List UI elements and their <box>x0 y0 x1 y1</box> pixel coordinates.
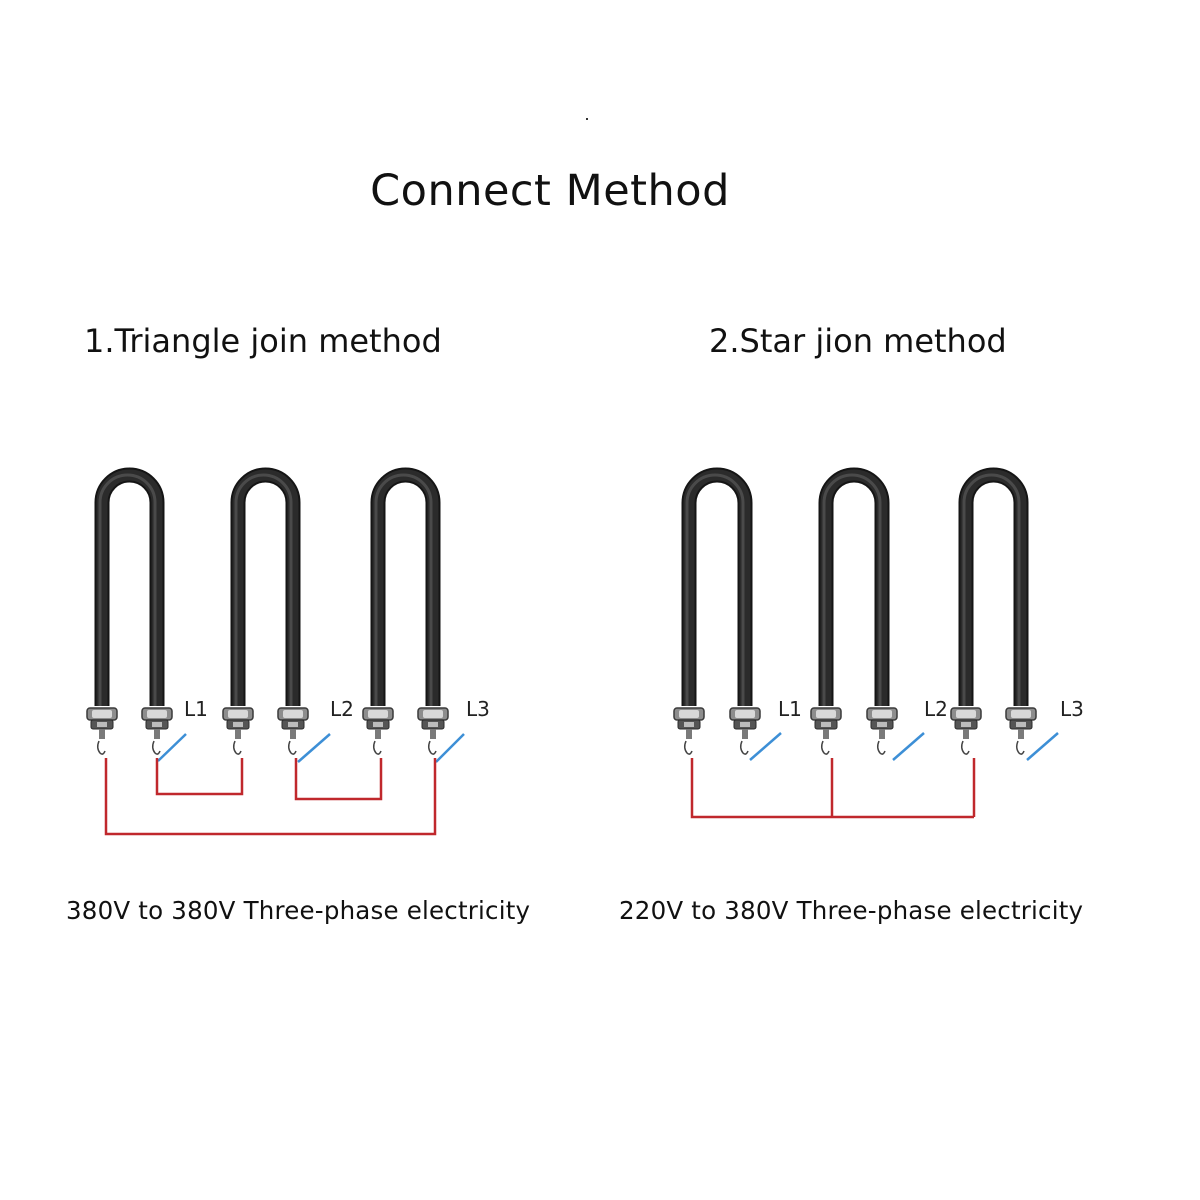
star-voltage-caption: 220V to 380V Three-phase electricity <box>619 896 1084 925</box>
triangle-voltage-caption: 380V to 380V Three-phase electricity <box>66 896 531 925</box>
terminal-nut-icon <box>277 707 309 755</box>
jumper-wire <box>155 758 244 796</box>
u-shaped-heating-element-icon <box>810 467 898 755</box>
star-wiring-diagram: L1 L2 L3 <box>673 467 1084 819</box>
u-shaped-heating-element-icon <box>673 467 761 755</box>
terminal-nut-icon <box>362 707 394 755</box>
stray-dot <box>586 118 588 120</box>
triangle-wiring-diagram: L1 L2 L3 <box>86 467 490 836</box>
terminal-nut-icon <box>141 707 173 755</box>
phase-label-L3: L3 <box>466 697 490 721</box>
terminal-nut-icon <box>866 707 898 755</box>
supply-line <box>297 733 331 763</box>
supply-line <box>157 733 187 762</box>
jumper-wire <box>104 758 437 836</box>
phase-label-L2: L2 <box>330 697 354 721</box>
terminal-nut-icon <box>222 707 254 755</box>
phase-label-L3: L3 <box>1060 697 1084 721</box>
terminal-nut-icon <box>729 707 761 755</box>
supply-line <box>435 733 465 763</box>
page-title: Connect Method <box>370 166 730 216</box>
terminal-nut-icon <box>673 707 705 755</box>
u-shaped-heating-element-icon <box>86 467 173 755</box>
jumper-wire <box>690 758 974 819</box>
phase-label-L1: L1 <box>184 697 208 721</box>
phase-label-L2: L2 <box>924 697 948 721</box>
star-method-heading: 2.Star jion method <box>709 322 1007 360</box>
supply-line <box>749 732 782 761</box>
terminal-nut-icon <box>86 707 118 755</box>
u-shaped-heating-element-icon <box>950 467 1037 755</box>
terminal-nut-icon <box>1005 707 1037 755</box>
terminal-nut-icon <box>950 707 982 755</box>
terminal-nut-icon <box>417 707 449 755</box>
supply-line <box>1026 732 1059 761</box>
phase-label-L1: L1 <box>778 697 802 721</box>
u-shaped-heating-element-icon <box>222 467 309 755</box>
terminal-nut-icon <box>810 707 842 755</box>
u-shaped-heating-element-icon <box>362 467 449 755</box>
jumper-wire <box>294 758 383 801</box>
triangle-method-heading: 1.Triangle join method <box>84 322 442 360</box>
supply-line <box>892 732 925 761</box>
